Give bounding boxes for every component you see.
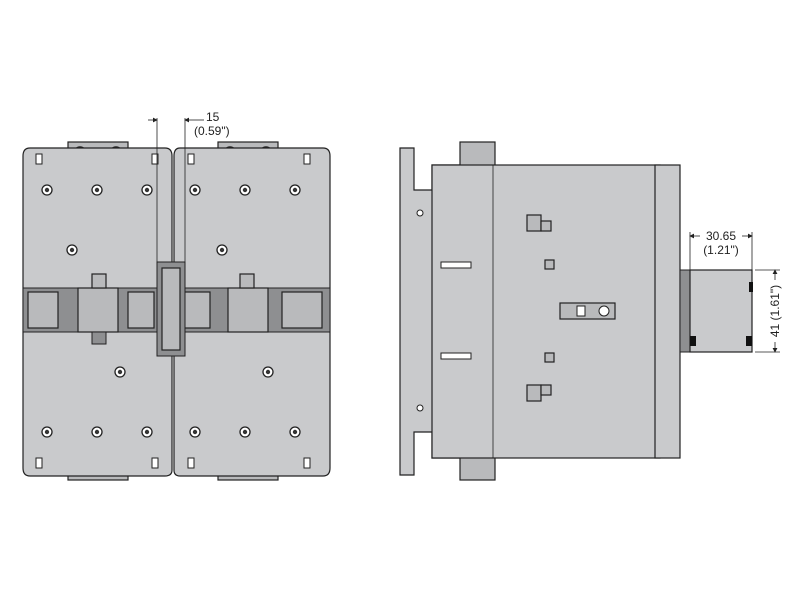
dimension-value: 30.65: [706, 229, 736, 243]
dimension-pole-spacing: 15 (0.59"): [148, 110, 230, 262]
dimension-inch: (0.59"): [194, 124, 230, 138]
dimension-inch: (1.21"): [703, 243, 739, 257]
module-right: [173, 141, 331, 481]
dimension-addon-height: 41 (1.61"): [755, 269, 782, 353]
dimension-label: 41 (1.61"): [768, 285, 782, 337]
dimension-value: 15: [206, 110, 220, 124]
interlock-link: [156, 261, 186, 357]
side-view: [399, 141, 753, 481]
module-left: [22, 141, 173, 481]
addon-block: [679, 269, 753, 353]
dimension-addon-width: 30.65 (1.21"): [689, 229, 753, 270]
front-view: [22, 141, 331, 481]
